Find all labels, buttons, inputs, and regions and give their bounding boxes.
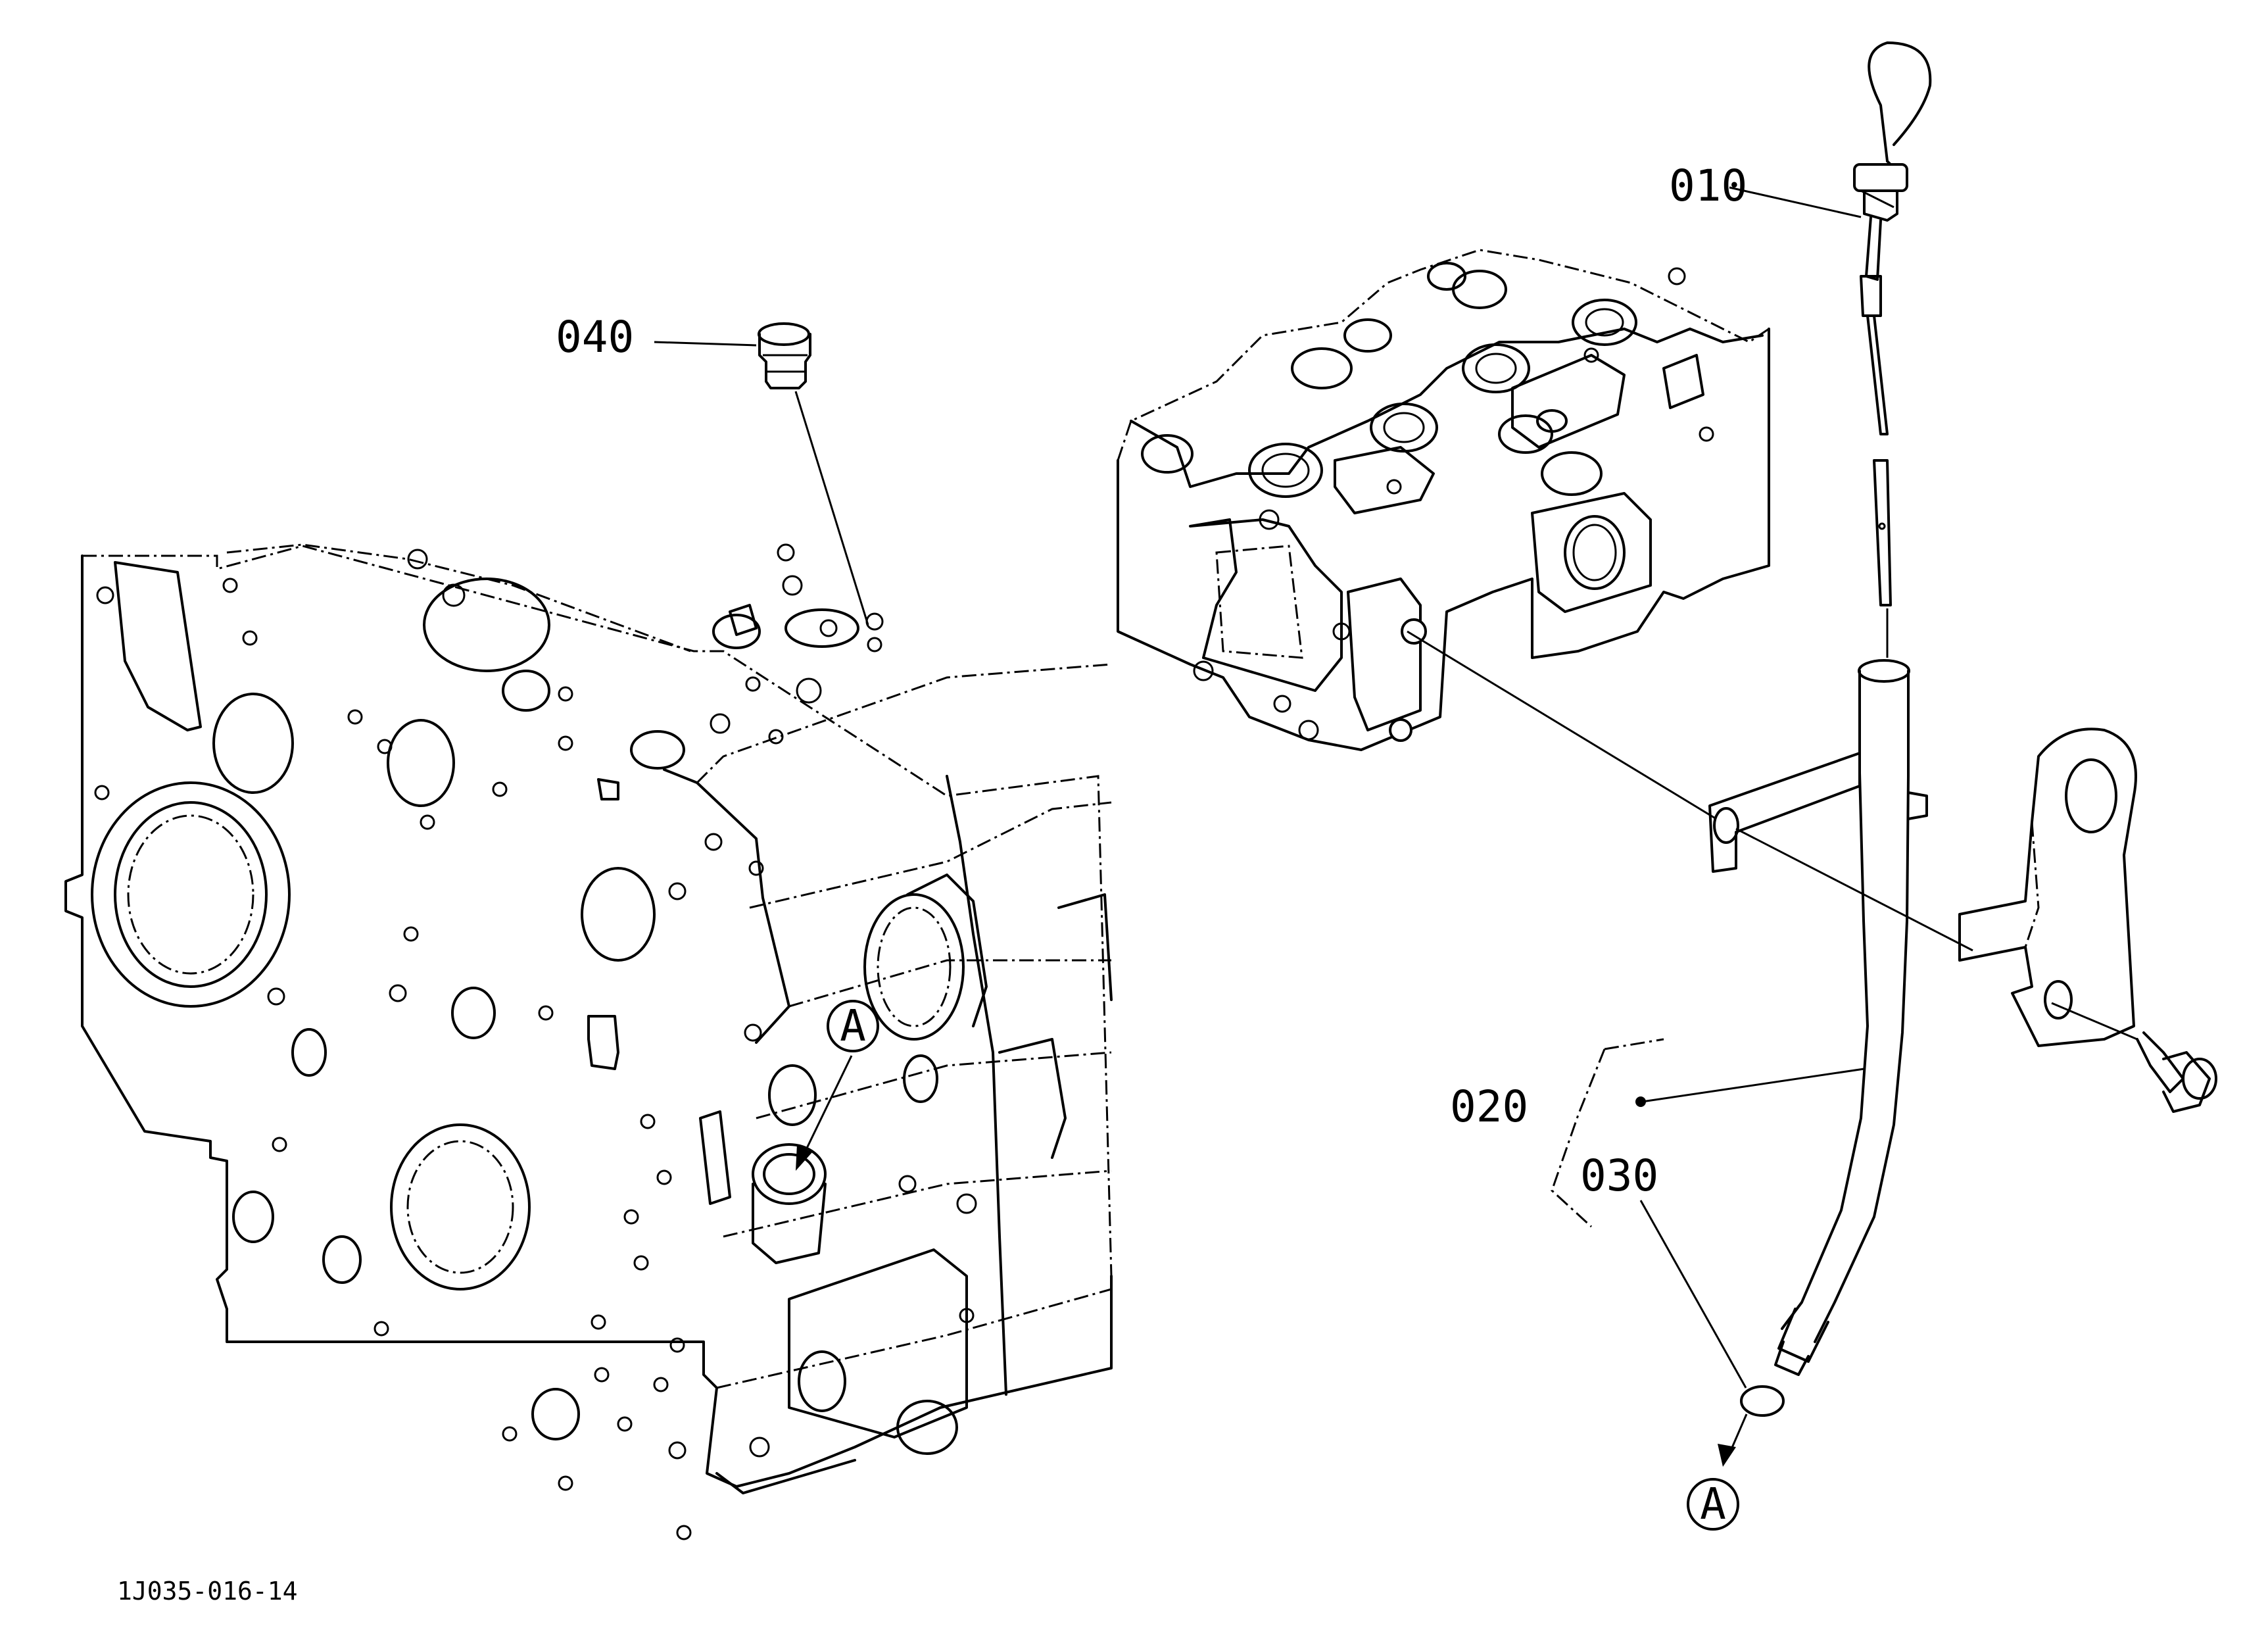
callout-020: 020: [1450, 1081, 1528, 1132]
ref-circle-a-block: [827, 1000, 879, 1052]
ref-label-a-block: A: [840, 1000, 866, 1051]
o-ring: [1740, 1385, 1785, 1417]
callout-030: 030: [1580, 1150, 1658, 1201]
mounting-bracket: [1958, 727, 2137, 1047]
leader-lines: [654, 186, 2138, 1467]
arrow-head: [796, 1144, 812, 1171]
drawing-number: 1J035-016-14: [117, 1577, 298, 1606]
ref-circle-a-tube: [1687, 1478, 1739, 1531]
cylinder-head: [1117, 249, 1770, 751]
callout-040: 040: [556, 312, 634, 362]
engine-block: [64, 543, 1113, 1540]
dipstick: [1853, 41, 1932, 606]
dot-marker: [1635, 1096, 1646, 1107]
ref-label-a-tube: A: [1700, 1479, 1726, 1529]
arrow-head: [1718, 1444, 1736, 1467]
bolt: [2136, 1031, 2217, 1113]
guide-tube: [1708, 659, 1928, 1376]
callout-010: 010: [1669, 160, 1747, 211]
plug: [758, 322, 811, 389]
